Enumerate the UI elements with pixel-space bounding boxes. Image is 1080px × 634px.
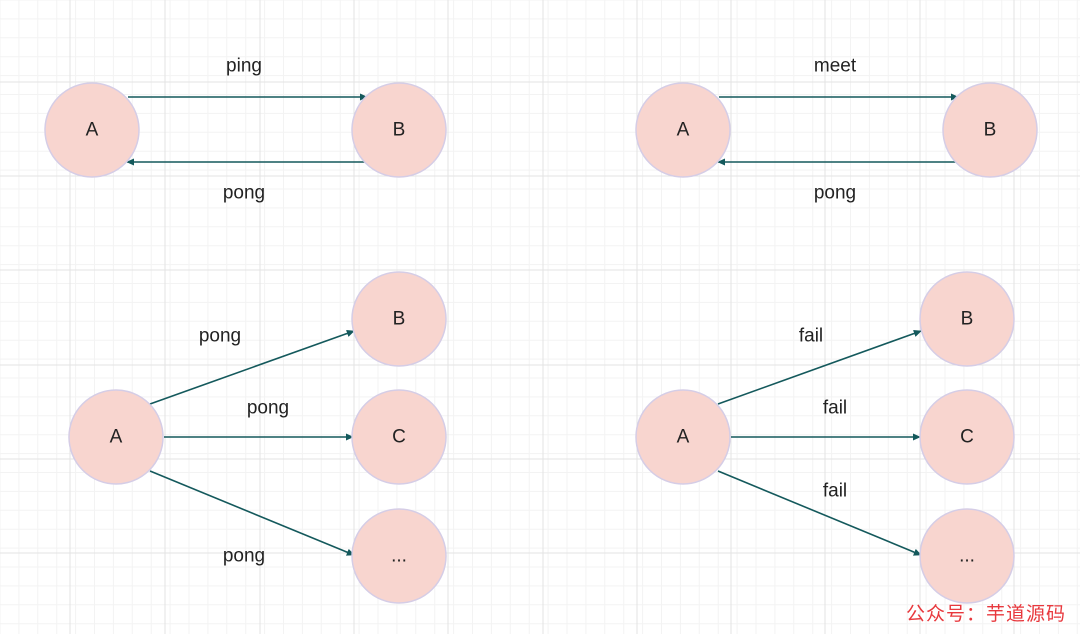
node-b: B [942,82,1038,178]
edge-label-ping: ping [226,56,262,77]
node-label: A [677,120,690,141]
node-label: ... [391,546,407,567]
node-b: B [919,271,1015,367]
edge-label-fail: fail [823,481,847,502]
node-label: B [961,309,974,330]
node-circle [635,82,731,178]
node-circle [919,271,1015,367]
edge-label-pong: pong [199,326,241,347]
edge-label-fail: fail [823,398,847,419]
watermark: 公众号：芋道源码 [905,603,1066,625]
node-c: C [351,389,447,485]
node-label: ... [959,546,975,567]
edges [126,93,959,556]
node-b: B [351,271,447,367]
edge-label-pong: pong [223,546,265,567]
node-circle [351,82,447,178]
edge-a-to-b-arrow [149,330,355,405]
node-a: A [635,82,731,178]
edge-a-to-d-arrow [149,470,355,556]
edge-label-pong: pong [814,183,856,204]
edge-label-meet: meet [814,56,857,77]
edge-label-fail: fail [799,326,823,347]
node-circle [635,389,731,485]
node-label: C [392,427,406,448]
node-circle [942,82,1038,178]
edge-a-to-b-arrow [717,330,922,405]
node-label: B [393,120,406,141]
edge-a-to-d-arrow [717,470,922,556]
node-label: A [110,427,123,448]
node-label: A [86,120,99,141]
node-b: B [351,82,447,178]
node-circle [44,82,140,178]
node-circle [919,389,1015,485]
node-label: B [984,120,997,141]
node-circle [919,508,1015,604]
node-d: ... [919,508,1015,604]
node-label: A [677,427,690,448]
node-circle [351,508,447,604]
node-a: A [635,389,731,485]
nodes: A B A B A B C... A B C... [44,82,1038,604]
edge-labels: ping pong meet pong pong pong pong fail fail fail [199,56,857,567]
node-label: C [960,427,974,448]
node-circle [68,389,164,485]
node-c: C [919,389,1015,485]
node-circle [351,389,447,485]
node-circle [351,271,447,367]
node-a: A [44,82,140,178]
edge-label-pong: pong [247,398,289,419]
edge-label-pong: pong [223,183,265,204]
node-a: A [68,389,164,485]
node-d: ... [351,508,447,604]
node-label: B [393,309,406,330]
